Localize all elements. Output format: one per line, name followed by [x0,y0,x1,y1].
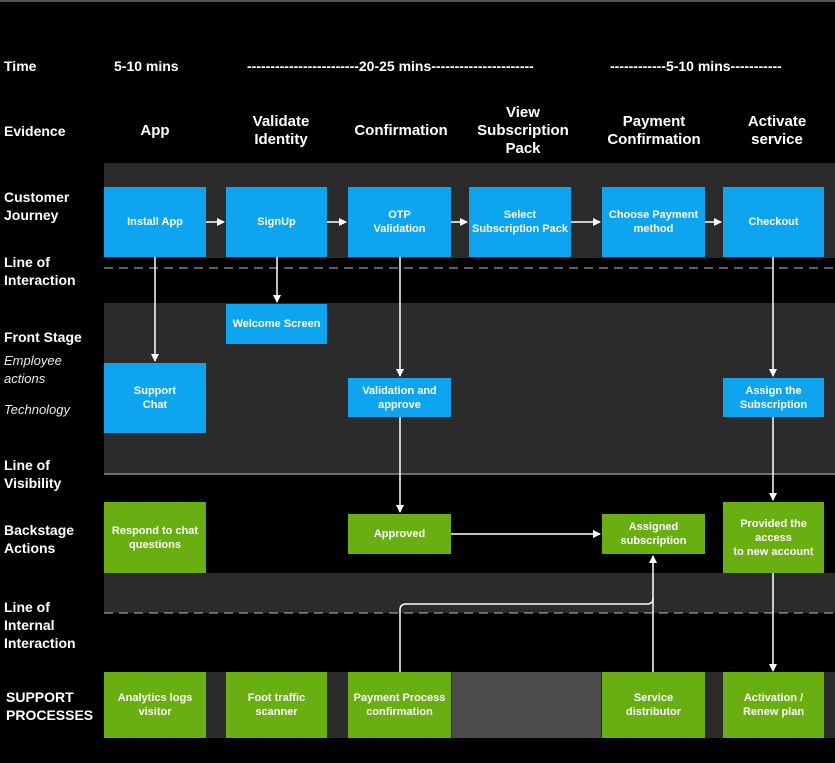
evidence-confirmation: Confirmation [354,122,448,139]
backstage-provided-access: Provided the access to new account [723,502,824,573]
row-label-front-stage: Front Stage [4,329,82,345]
row-label-customer-journey: Customer Journey [4,189,70,223]
backstage-assigned-subscription: Assigned subscription [602,514,705,554]
support-gap-fill [452,672,601,738]
journey-select-subscription-pack: Select Subscription Pack [469,187,571,257]
row-label-line-of-visibility: Line of Visibility [4,457,62,491]
row-label-backstage-actions: Backstage Actions [4,522,75,556]
internal-band [104,573,835,613]
support-foot-traffic-scanner: Foot traffic scanner [226,672,327,738]
time-end: ------------5-10 mins----------- [610,58,782,74]
time-middle: ------------------------20-25 mins------… [247,58,534,74]
row-label-line-of-internal-interaction: Line of Internal Interaction [4,599,76,651]
row-label-line-of-interaction: Line of Interaction [4,254,76,288]
journey-checkout: Checkout [723,187,824,257]
evidence-view-subscription-pack: View Subscription Pack [477,104,569,157]
row-label-support-processes: SUPPORT PROCESSES [6,689,94,723]
evidence-validate-identity: Validate Identity [252,113,310,148]
journey-install-app: Install App [104,187,206,257]
time-app: 5-10 mins [114,58,179,74]
support-analytics-logs: Analytics logs visitor [104,672,206,738]
journey-choose-payment-method: Choose Payment method [602,187,705,257]
front-support-chat: Support Chat [104,363,206,433]
front-stage-band [104,303,835,473]
journey-signup: SignUp [226,187,327,257]
evidence-payment-confirmation: Payment Confirmation [607,113,701,148]
front-assign-subscription: Assign the Subscription [723,378,824,417]
front-validation-and-approve: Validation and approve [348,378,451,417]
row-label-time: Time [4,58,37,74]
row-label-evidence: Evidence [4,123,66,139]
support-payment-process: Payment Process confirmation [348,672,451,738]
support-activation-renew: Activation / Renew plan [723,672,824,738]
row-label-technology: Technology [4,402,71,417]
row-label-employee-actions: Employee actions [4,353,62,386]
backstage-approved: Approved [348,514,451,554]
front-welcome-screen: Welcome Screen [226,304,327,344]
journey-otp-validation: OTP Validation [348,187,451,257]
backstage-respond-to-chat: Respond to chat questions [104,502,206,573]
evidence-app: App [140,122,170,139]
support-service-distributor: Service distributor [602,672,705,738]
top-border [0,0,835,2]
evidence-activate-service: Activate service [747,113,807,148]
